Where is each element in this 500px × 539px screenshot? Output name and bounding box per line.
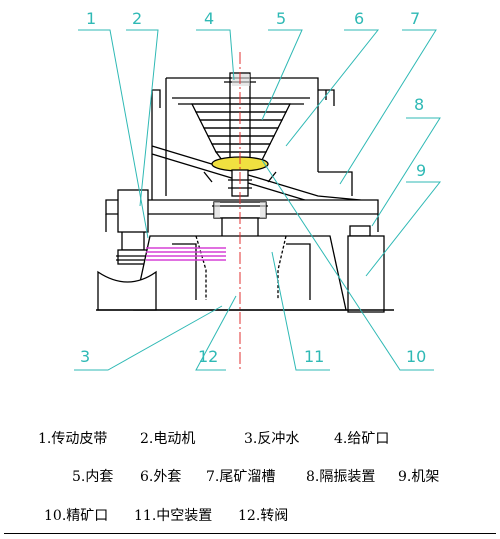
legend-item-2: 2.电动机 [140,431,196,447]
legend-item-6: 6.外套 [140,469,182,485]
callout-9: 9 [416,161,426,180]
callout-2: 2 [132,9,142,28]
left-foot [97,270,157,311]
callout-4: 4 [204,9,214,28]
machine-drawing [96,72,394,313]
callout-numbers: 1 2 4 5 6 7 8 9 3 12 11 10 [80,9,426,366]
callout-3: 3 [80,347,90,366]
drive-belt [146,247,226,261]
leader-lines [74,29,442,371]
legend-item-7: 7.尾矿溜槽 [206,469,276,485]
callout-6: 6 [354,9,364,28]
legend-item-4: 4.给矿口 [334,431,390,447]
callout-10: 10 [406,347,426,366]
legend-item-1: 1.传动皮带 [38,431,108,447]
hatch [214,74,266,218]
callout-7: 7 [410,9,420,28]
legend-item-3: 3.反冲水 [244,431,300,447]
frame-column [347,235,385,313]
vibration-isolator [349,225,371,237]
callout-1: 1 [86,9,96,28]
tailings-chute [151,145,361,209]
centrifuge-diagram: 1 2 4 5 6 7 8 9 3 12 11 10 [74,9,442,372]
outer-casing [151,77,335,200]
legend-item-10: 10.精矿口 [44,508,109,524]
legend-item-12: 12.转阀 [238,508,289,524]
legend-item-8: 8.隔振装置 [306,469,376,485]
legend-item-11: 11.中空装置 [134,508,213,524]
callout-11: 11 [304,347,324,366]
bottom-rule [4,533,496,534]
legend-item-9: 9.机架 [398,469,440,485]
callout-8: 8 [414,95,424,114]
callout-12: 12 [198,347,218,366]
callout-5: 5 [276,9,286,28]
legend-item-5: 5.内套 [72,469,114,485]
